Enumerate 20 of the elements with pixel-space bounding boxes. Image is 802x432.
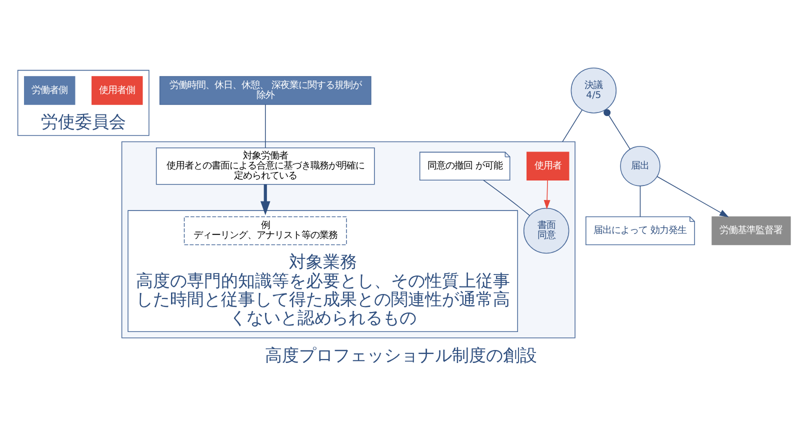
node-box: 対象労働者 使用者との書面による合意に基づき職務が明確に定められている bbox=[156, 147, 375, 184]
node-box: 使用者 bbox=[526, 151, 570, 180]
arrow bbox=[544, 179, 550, 209]
diagram-title: 高度プロフェッショナル制度の創設 bbox=[265, 345, 537, 366]
node-box: 労働基準監督署 bbox=[712, 216, 791, 245]
node-circle: 書面 同意 bbox=[523, 207, 570, 254]
node-box: 例 ディーリング、アナリスト等の業務 bbox=[184, 216, 347, 245]
connector bbox=[265, 104, 266, 148]
connector bbox=[483, 179, 530, 216]
node-box: 使用者側 bbox=[92, 76, 143, 104]
node-circle: 決議 4/5 bbox=[570, 67, 617, 113]
node-circle: 届出 bbox=[620, 146, 660, 186]
arrow bbox=[656, 176, 729, 217]
connector bbox=[604, 108, 630, 150]
node-box: 労働時間、休日、休憩、 深夜業に関する規制が除外 bbox=[159, 76, 372, 104]
connector bbox=[640, 184, 641, 217]
cluster bbox=[121, 140, 576, 338]
connector bbox=[562, 109, 582, 142]
node-box: 労働者側 bbox=[24, 76, 76, 104]
arrow bbox=[260, 184, 270, 215]
